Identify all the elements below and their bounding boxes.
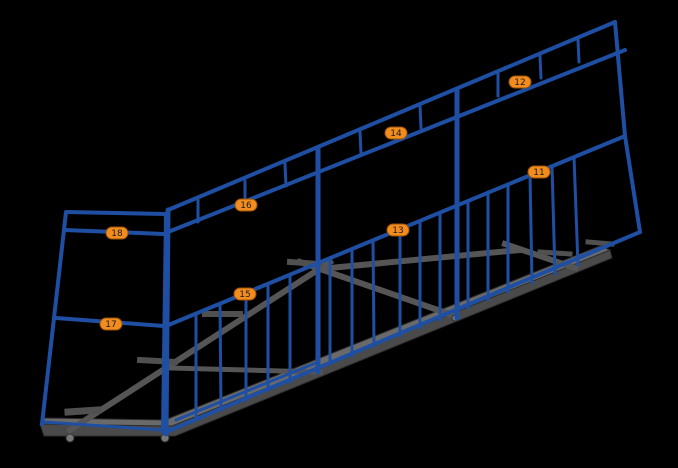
end-panel-bottom-rail xyxy=(42,420,165,432)
label-13: 13 xyxy=(386,223,410,237)
diagonal-beam-3 xyxy=(326,246,524,272)
top-rail xyxy=(166,20,617,212)
label-17-text: 17 xyxy=(105,320,116,330)
bottom-stringer-top xyxy=(38,245,612,427)
label-13-text: 13 xyxy=(392,226,403,236)
lower-balusters xyxy=(194,155,580,422)
label-18-text: 18 xyxy=(111,229,123,239)
label-11-text: 11 xyxy=(533,168,544,178)
diagonal-beam-1 xyxy=(65,257,335,435)
post-left xyxy=(163,207,171,437)
callout-labels: 11 12 13 14 15 16 17 18 xyxy=(99,75,551,331)
label-12: 12 xyxy=(508,75,532,89)
label-11: 11 xyxy=(527,165,551,179)
label-12-text: 12 xyxy=(514,78,525,88)
base-frame xyxy=(38,239,615,443)
diagonal-beam-2 xyxy=(296,258,459,320)
cross-tube-2 xyxy=(136,356,179,366)
foot-wheel-1 xyxy=(65,433,75,443)
cross-tube-1 xyxy=(64,406,102,416)
label-16: 16 xyxy=(234,198,258,212)
label-16-text: 16 xyxy=(240,201,252,211)
label-14-text: 14 xyxy=(390,129,402,139)
label-18: 18 xyxy=(105,226,129,240)
label-15: 15 xyxy=(233,287,257,301)
label-15-text: 15 xyxy=(239,290,250,300)
railing-frame xyxy=(40,20,642,437)
label-14: 14 xyxy=(384,126,408,140)
label-17: 17 xyxy=(99,317,123,331)
